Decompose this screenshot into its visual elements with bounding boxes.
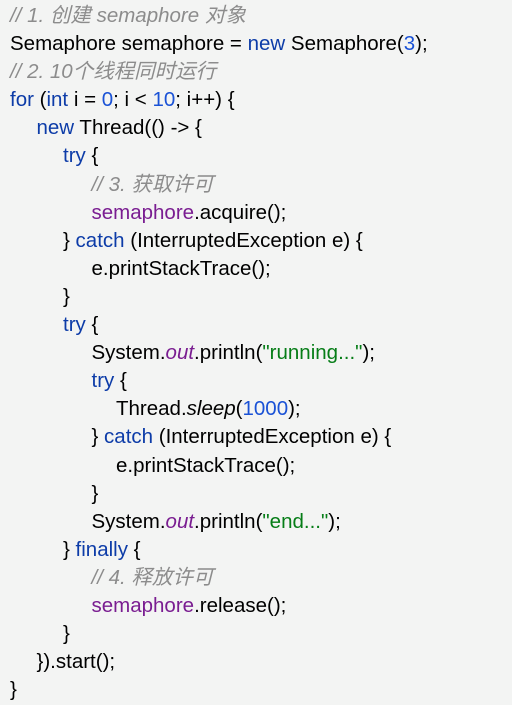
code-keyword: try: [63, 313, 86, 337]
code-text: }).start();: [36, 650, 116, 674]
code-text: ; i <: [113, 88, 153, 112]
code-text: );: [328, 509, 341, 533]
code-text: e.printStackTrace();: [116, 453, 296, 477]
code-text: (: [33, 88, 47, 112]
code-line: }: [10, 676, 512, 704]
code-line: Semaphore semaphore = new Semaphore(3);: [10, 30, 512, 58]
code-keyword: try: [91, 369, 115, 393]
code-line: } finally {: [10, 536, 512, 564]
code-keyword: int: [46, 88, 69, 112]
code-text: }: [91, 425, 105, 449]
code-text: .acquire();: [194, 200, 287, 224]
code-string: "end...": [262, 509, 329, 533]
code-number: 1000: [242, 397, 289, 421]
code-text: ; i++) {: [175, 88, 235, 112]
code-text: Semaphore semaphore =: [10, 32, 248, 56]
code-text: }: [10, 678, 17, 702]
code-keyword: for: [10, 88, 34, 112]
code-keyword: new: [36, 116, 75, 140]
code-number: 3: [403, 32, 416, 56]
code-keyword: catch: [104, 425, 154, 449]
code-text: {: [127, 537, 141, 561]
code-line: }: [10, 480, 512, 508]
code-line: e.printStackTrace();: [10, 452, 512, 480]
code-line: // 3. 获取许可: [10, 171, 512, 199]
code-text: .release();: [194, 593, 287, 617]
code-text: .println(: [194, 341, 263, 365]
code-line: }: [10, 620, 512, 648]
code-line: try {: [10, 311, 512, 339]
code-text: Thread(() -> {: [74, 116, 202, 140]
code-text: {: [114, 369, 127, 393]
code-line: e.printStackTrace();: [10, 255, 512, 283]
code-line: Thread.sleep(1000);: [10, 395, 512, 423]
code-text: i =: [68, 88, 102, 112]
code-comment: // 4. 释放许可: [91, 565, 214, 589]
code-comment: // 1. 创建 semaphore 对象: [10, 4, 246, 27]
code-text: );: [415, 32, 428, 56]
code-keyword: catch: [75, 228, 125, 252]
code-field: semaphore: [91, 593, 195, 617]
code-line: try {: [10, 367, 512, 395]
code-line: for (int i = 0; i < 10; i++) {: [10, 86, 512, 114]
code-text: System.: [91, 509, 166, 533]
code-keyword: finally: [75, 537, 128, 561]
code-field: semaphore: [91, 200, 195, 224]
code-comment: // 3. 获取许可: [91, 172, 214, 196]
code-text: e.printStackTrace();: [91, 256, 271, 280]
code-line: } catch (InterruptedException e) {: [10, 423, 512, 451]
code-text: );: [288, 397, 301, 421]
code-line: try {: [10, 142, 512, 170]
code-comment: // 2. 10个线程同时运行: [10, 60, 217, 84]
code-line: new Thread(() -> {: [10, 114, 512, 142]
code-line: // 4. 释放许可: [10, 564, 512, 592]
code-text: }: [91, 481, 99, 505]
code-text: );: [362, 341, 375, 365]
code-number: 0: [101, 88, 114, 112]
code-line: System.out.println("running...");: [10, 339, 512, 367]
code-text: (InterruptedException e) {: [153, 425, 392, 449]
code-line: semaphore.acquire();: [10, 199, 512, 227]
code-text: }: [63, 537, 76, 561]
code-text: System.: [91, 341, 166, 365]
code-text: {: [85, 144, 99, 168]
code-line: } catch (InterruptedException e) {: [10, 227, 512, 255]
code-text: .println(: [194, 509, 263, 533]
code-line: // 1. 创建 semaphore 对象: [10, 2, 512, 30]
code-keyword: new: [247, 32, 286, 56]
code-static-field: out: [165, 509, 195, 533]
code-line: }).start();: [10, 648, 512, 676]
code-line: System.out.println("end...");: [10, 508, 512, 536]
code-static-method: sleep: [186, 397, 236, 421]
code-text: (: [235, 397, 243, 421]
code-string: "running...": [262, 341, 363, 365]
code-keyword: try: [63, 144, 86, 168]
code-line: // 2. 10个线程同时运行: [10, 58, 512, 86]
code-text: Semaphore(: [285, 32, 404, 56]
code-line: semaphore.release();: [10, 592, 512, 620]
code-static-field: out: [165, 341, 195, 365]
code-line: }: [10, 283, 512, 311]
code-text: Thread.: [116, 397, 187, 421]
code-text: }: [63, 622, 70, 646]
code-text: }: [63, 228, 76, 252]
code-text: (InterruptedException e) {: [124, 228, 363, 252]
code-text: }: [63, 284, 70, 308]
code-number: 10: [152, 88, 176, 112]
code-text: {: [85, 313, 99, 337]
